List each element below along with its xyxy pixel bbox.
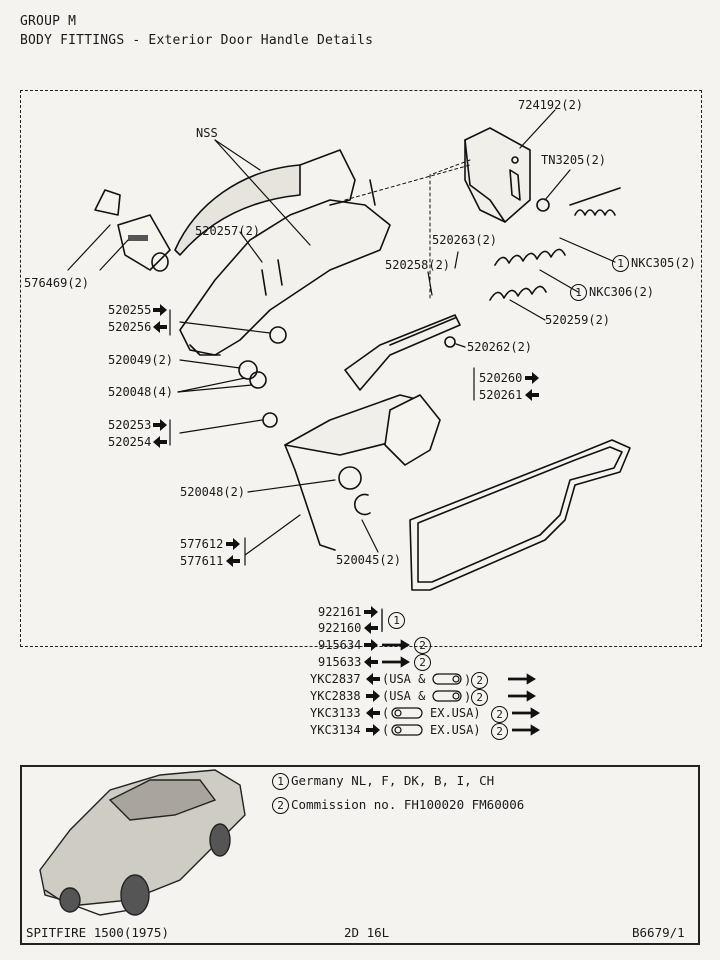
lock-barrel-part bbox=[94, 189, 171, 272]
part-label: 520260 bbox=[479, 371, 523, 385]
part-label: 520257(2) bbox=[195, 224, 261, 238]
lever-plate-part bbox=[284, 394, 441, 551]
reference-marker: 2 bbox=[491, 723, 508, 740]
right-hand-arrow-icon bbox=[366, 690, 380, 702]
list-item: YKC2838 bbox=[310, 689, 361, 703]
reference-marker: 2 bbox=[414, 637, 431, 654]
right-hand-arrow-icon bbox=[525, 372, 539, 384]
reference-marker: 1 bbox=[570, 284, 587, 301]
dashed-guides bbox=[344, 159, 471, 301]
reference-number: B6679/1 bbox=[632, 925, 685, 940]
part-label: 520253 bbox=[108, 418, 152, 432]
arrow-right-icon bbox=[512, 724, 540, 736]
part-label: TN3205(2) bbox=[541, 153, 607, 167]
list-item: YKC2837 bbox=[310, 672, 361, 686]
list-item-note: (USA & bbox=[382, 672, 426, 686]
left-hand-arrow-icon bbox=[153, 321, 167, 333]
part-label: 576469(2) bbox=[24, 276, 90, 290]
page-title: BODY FITTINGS - Exterior Door Handle Det… bbox=[20, 33, 374, 48]
part-label: 520256 bbox=[108, 320, 152, 334]
left-hand-arrow-icon bbox=[366, 707, 380, 719]
part-label: NSS bbox=[196, 126, 218, 140]
list-item: YKC3133 bbox=[310, 706, 361, 720]
arrow-right-icon bbox=[382, 639, 410, 651]
bracket-part bbox=[464, 127, 531, 223]
arrow-right-icon bbox=[382, 656, 410, 668]
right-hand-arrow-icon bbox=[153, 419, 167, 431]
part-label: 577611 bbox=[180, 554, 224, 568]
list-item: YKC3134 bbox=[310, 723, 361, 737]
right-hand-arrow-icon bbox=[366, 724, 380, 736]
left-hand-arrow-icon bbox=[226, 555, 240, 567]
part-label: 520258(2) bbox=[385, 258, 451, 272]
part-label: 724192(2) bbox=[518, 98, 584, 112]
part-label: 520263(2) bbox=[432, 233, 498, 247]
reference-marker: 2 bbox=[471, 689, 489, 706]
list-item: 915633 bbox=[318, 655, 362, 669]
right-hand-arrow-icon bbox=[226, 538, 240, 550]
list-item-note: EX.USA) bbox=[430, 706, 481, 720]
diagram-frame bbox=[20, 90, 702, 647]
group-heading: GROUP M bbox=[20, 14, 77, 29]
list-item: 922160 bbox=[318, 621, 362, 635]
part-label: 520259(2) bbox=[545, 313, 611, 327]
reference-marker: 2 bbox=[471, 672, 489, 689]
left-hand-arrow-icon bbox=[525, 389, 539, 401]
right-hand-arrow-icon bbox=[153, 304, 167, 316]
part-label: 520262(2) bbox=[467, 340, 533, 354]
part-label: 520254 bbox=[108, 435, 152, 449]
left-hand-arrow-icon bbox=[366, 673, 380, 685]
reference-marker: 1 bbox=[612, 255, 629, 272]
reference-marker: 2 bbox=[491, 706, 508, 723]
part-label: 520048(4) bbox=[108, 385, 174, 399]
page-number: 2D 16L bbox=[344, 925, 390, 940]
left-hand-arrow-icon bbox=[364, 656, 378, 668]
leader-lines bbox=[67, 109, 616, 631]
arrow-right-icon bbox=[508, 673, 536, 685]
door-handle-body bbox=[174, 149, 391, 356]
key-tag-icon bbox=[391, 673, 462, 736]
part-label: 520049(2) bbox=[108, 353, 174, 367]
part-label: 520045(2) bbox=[336, 553, 402, 567]
arrow-right-icon bbox=[508, 690, 536, 702]
model-caption: SPITFIRE 1500(1975) bbox=[26, 925, 169, 940]
part-label: 577612 bbox=[180, 537, 224, 551]
plunger-rod-part bbox=[344, 314, 461, 391]
list-item-note: EX.USA) bbox=[430, 723, 481, 737]
left-hand-arrow-icon bbox=[364, 622, 378, 634]
washer-part bbox=[238, 326, 456, 516]
list-item-note: (USA & bbox=[382, 689, 426, 703]
list-item: 922161 bbox=[318, 605, 362, 619]
right-hand-arrow-icon bbox=[364, 639, 378, 651]
right-hand-arrow-icon bbox=[364, 606, 378, 618]
list-item: 915634 bbox=[318, 638, 362, 652]
reference-marker: 2 bbox=[414, 654, 431, 671]
part-label: 520048(2) bbox=[180, 485, 246, 499]
gasket-part bbox=[409, 439, 631, 591]
car-illustration bbox=[39, 769, 246, 916]
spring-part bbox=[489, 187, 621, 301]
part-label: 520261 bbox=[479, 388, 523, 402]
left-hand-arrow-icon bbox=[153, 436, 167, 448]
part-label: 520255 bbox=[108, 303, 152, 317]
reference-marker: 1 bbox=[388, 612, 405, 629]
arrow-right-icon bbox=[512, 707, 540, 719]
